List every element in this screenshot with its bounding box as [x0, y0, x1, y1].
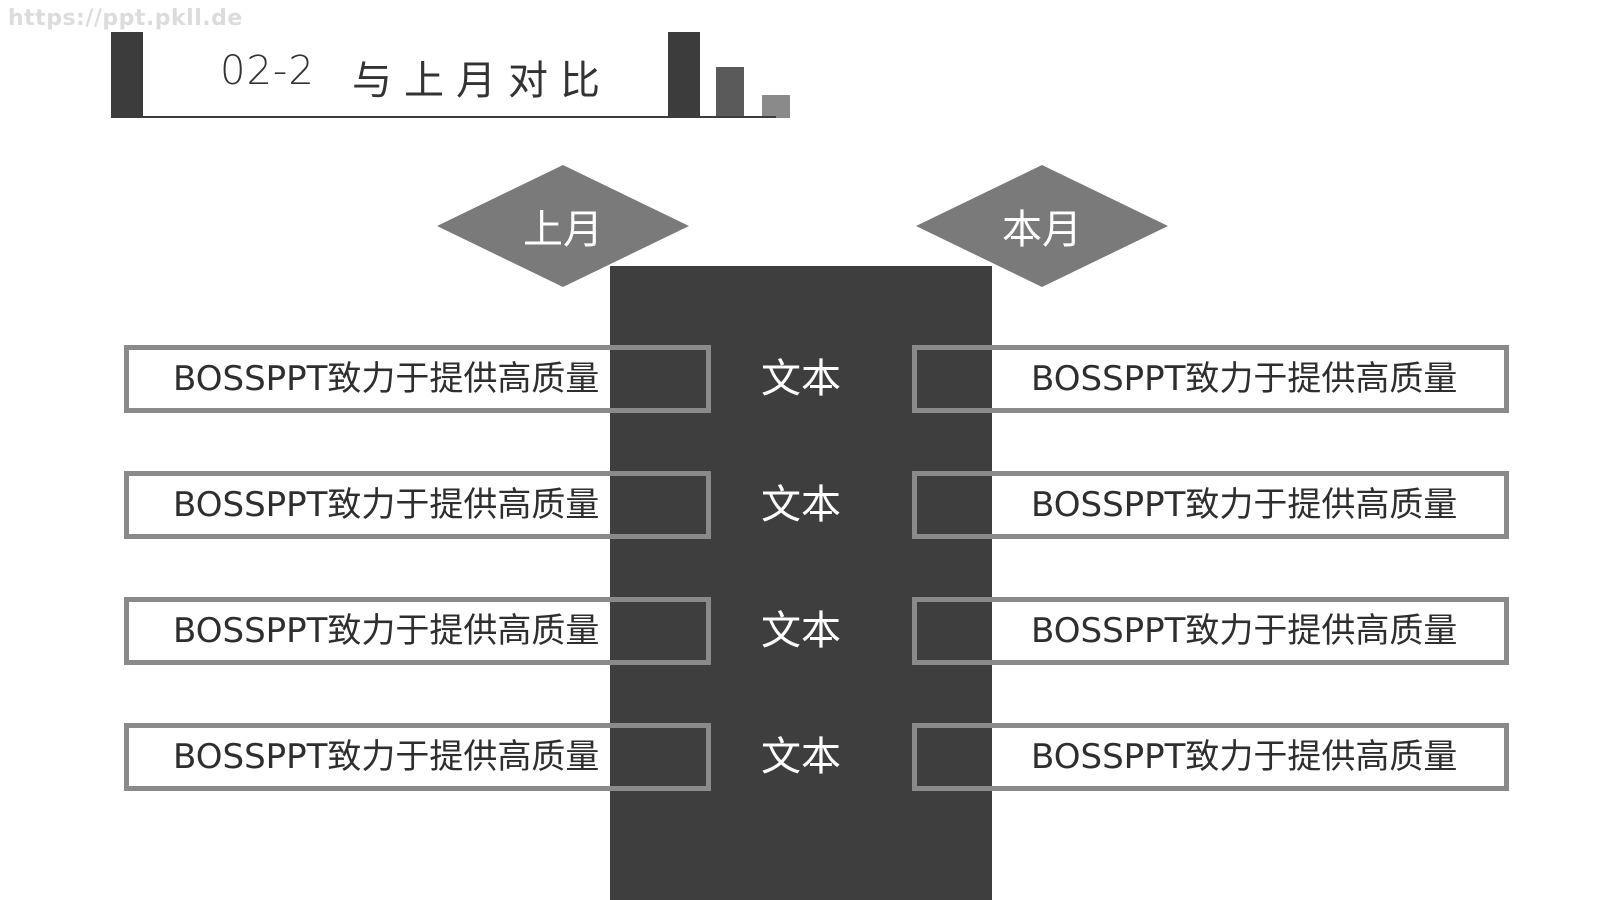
right-box-1: BOSSPPT致力于提供高质量	[912, 345, 1509, 413]
diamond-last-month-label: 上月	[523, 207, 603, 253]
header-bar-left	[111, 32, 143, 118]
left-box-text: BOSSPPT致力于提供高质量	[173, 737, 600, 777]
right-box-2: BOSSPPT致力于提供高质量	[912, 471, 1509, 539]
left-box-4: BOSSPPT致力于提供高质量	[124, 723, 711, 791]
center-label-1: 文本	[761, 356, 841, 402]
diamond-last-month: 上月	[437, 165, 689, 287]
right-box-3: BOSSPPT致力于提供高质量	[912, 597, 1509, 665]
left-box-text: BOSSPPT致力于提供高质量	[173, 611, 600, 651]
right-box-text: BOSSPPT致力于提供高质量	[1031, 737, 1458, 777]
section-number: 02-2	[220, 48, 315, 94]
header-bar-step-2	[762, 95, 790, 118]
center-label-2: 文本	[761, 482, 841, 528]
left-box-1: BOSSPPT致力于提供高质量	[124, 345, 711, 413]
center-label-3: 文本	[761, 608, 841, 654]
watermark-url: https://ppt.pkll.de	[8, 6, 243, 31]
diamond-this-month: 本月	[916, 165, 1168, 287]
right-box-text: BOSSPPT致力于提供高质量	[1031, 359, 1458, 399]
right-box-text: BOSSPPT致力于提供高质量	[1031, 611, 1458, 651]
right-box-4: BOSSPPT致力于提供高质量	[912, 723, 1509, 791]
left-box-text: BOSSPPT致力于提供高质量	[173, 485, 600, 525]
header-underline	[111, 116, 776, 118]
section-title: 与上月对比	[352, 58, 612, 104]
left-box-3: BOSSPPT致力于提供高质量	[124, 597, 711, 665]
header-bar-step-1	[716, 67, 744, 118]
center-column	[610, 266, 992, 900]
diamond-this-month-label: 本月	[1002, 207, 1082, 253]
left-box-text: BOSSPPT致力于提供高质量	[173, 359, 600, 399]
right-box-text: BOSSPPT致力于提供高质量	[1031, 485, 1458, 525]
left-box-2: BOSSPPT致力于提供高质量	[124, 471, 711, 539]
header-bar-right	[668, 32, 700, 118]
center-label-4: 文本	[761, 734, 841, 780]
